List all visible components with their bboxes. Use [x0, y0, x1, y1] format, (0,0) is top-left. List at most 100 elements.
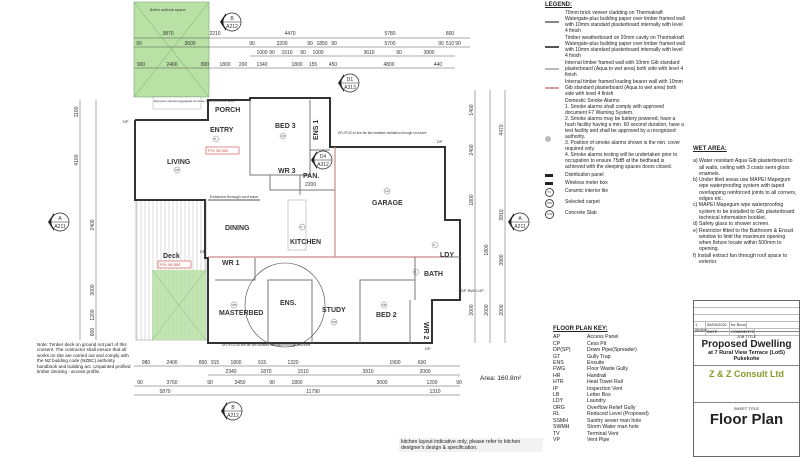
dimension-label: 4800	[383, 62, 394, 68]
project-suburb: Pukekohe	[733, 356, 760, 362]
dimension-label: 1510	[297, 369, 308, 375]
dimension-label: 1510	[281, 50, 292, 56]
project-name: Proposed Dwelling	[701, 339, 792, 350]
dimension-label: 1870	[260, 369, 271, 375]
wet-area-item: e) Restrictor fitted to the Bathroom & E…	[693, 227, 794, 253]
key-meaning: Heat Towel Rail	[587, 379, 623, 386]
wet-area-item: d) Safety glass to shower screen.	[693, 221, 770, 228]
dimension-label: 3450	[234, 380, 245, 386]
section-sheet: A312	[317, 162, 329, 168]
fan-note-bottom: DFL/P120 to line fan kits installed vent…	[222, 343, 311, 347]
dimension-label: 1200	[426, 380, 437, 386]
dimension-label: 800	[90, 328, 96, 337]
carpet-icon: CPt	[232, 304, 236, 307]
dimension-label: 5780	[384, 31, 395, 37]
legend-wall-text: Internal timber framed wall with 10mm Gi…	[565, 60, 684, 78]
dimension-label: 440	[434, 62, 443, 68]
dimension-label: 90	[207, 380, 213, 386]
dp-label: DP	[425, 346, 431, 351]
key-meaning: Down Pipe(Spreader)	[587, 347, 637, 354]
dimension-label: 2400	[469, 144, 475, 155]
dimension-label: 3760	[166, 380, 177, 386]
room-bed2: BED 2	[376, 312, 397, 319]
key-code: CP	[553, 340, 561, 347]
dimension-label: 1000	[312, 50, 323, 56]
section-id: B	[231, 405, 235, 411]
legend-symbol-text: Selected carpet	[565, 199, 600, 205]
dimension-label: 2000	[469, 304, 475, 315]
room-laundry: LDY	[440, 252, 454, 259]
wet-area-item: b) Under tiled areas use MAPEI Mapegum w…	[693, 177, 797, 203]
key-row: HR Handrail	[553, 373, 683, 379]
dimension-label: 90	[396, 50, 402, 56]
tile-icon: TL	[300, 226, 304, 229]
smoke-alarm-note: 1. Smoke alarms shall comply with approv…	[565, 104, 664, 116]
dp-label: DP RWD-UP	[461, 288, 484, 293]
dimension-label: 90	[137, 380, 143, 386]
key-code: SSMH	[553, 417, 568, 424]
dimension-label: 90	[269, 380, 275, 386]
rev-comment: for Bcon	[731, 322, 747, 328]
dimension-label: 1200	[90, 309, 96, 320]
section-sheet: A212	[226, 24, 238, 30]
dimension-label: 5870	[159, 389, 170, 395]
key-meaning: Overflow Relief Gully	[587, 404, 636, 411]
dimension-label: 3600	[184, 41, 195, 47]
section-marker[interactable]: B A212	[220, 12, 242, 32]
dimension-label: 450	[329, 62, 338, 68]
key-code: HR	[553, 372, 561, 379]
room-study: STUDY	[322, 307, 346, 314]
section-sheet: A211	[514, 224, 526, 230]
key-code: VP	[553, 436, 560, 443]
dimension-label: 155	[309, 62, 318, 68]
sheet-title: Floor Plan	[709, 411, 784, 428]
key-meaning: Terminal Vent	[587, 430, 619, 437]
legend-symbol-text: Wireless meter box	[565, 180, 608, 186]
distribution-panel-icon	[545, 172, 559, 178]
dimension-label: 1320	[287, 360, 298, 366]
dimension-label: 1100	[74, 106, 80, 117]
dimension-label: 90	[456, 380, 462, 386]
kitchen-note: kitchen layout indicative only, please r…	[399, 438, 543, 452]
rev-number: 1	[694, 322, 706, 328]
section-id: B	[230, 16, 234, 22]
dimension-label: 200	[239, 62, 248, 68]
key-code: ORG	[553, 404, 565, 411]
dimension-label: 2400	[166, 360, 177, 366]
legend-symbol-text: Ceramic interior tile	[565, 188, 609, 194]
key-code: TV	[553, 430, 560, 437]
room-garage: GARAGE	[372, 200, 403, 207]
key-meaning: Laundry	[587, 398, 606, 405]
room-masterbed: MASTERBED	[219, 310, 263, 317]
rev-col-revision: REVISION	[694, 329, 707, 335]
room-wr3: WR 3	[278, 168, 296, 175]
dp-label: DP	[437, 139, 443, 144]
dimension-label: 2000	[484, 304, 490, 315]
key-meaning: Handrail	[587, 372, 607, 379]
outlook-space-label: 8x8m outlook space	[150, 7, 186, 12]
key-meaning: Cess Pit	[587, 340, 607, 347]
key-code: HTR	[553, 379, 564, 386]
carpet-icon: CPt	[175, 169, 179, 172]
carpet-icon: CPt	[281, 135, 285, 138]
ffl-entry-box	[205, 146, 240, 155]
key-code: FWG	[553, 366, 566, 373]
dimension-label: 1340	[256, 62, 267, 68]
company-name: Z & Z Consult Ltd	[709, 369, 784, 379]
key-meaning: Ensuite	[587, 360, 605, 367]
dimension-label: 3910	[362, 369, 373, 375]
wet-area-notes: WET AREA: a) Water resistant Aqua Gib pl…	[693, 144, 797, 265]
dimension-label: 1800	[230, 360, 241, 366]
section-id: D4	[320, 154, 327, 160]
dimension-label: 1400	[469, 104, 475, 115]
dimension-label: 4160	[74, 154, 80, 165]
